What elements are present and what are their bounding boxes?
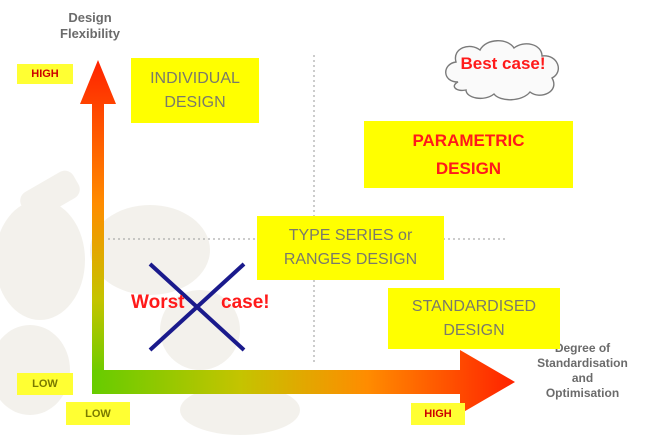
best-case-label: Best case! xyxy=(460,54,546,73)
cloud-icon xyxy=(445,40,560,101)
parametric-design-box: PARAMETRIC DESIGN xyxy=(364,121,573,188)
parametric-design-line1: PARAMETRIC xyxy=(412,130,525,150)
x-axis-title-line2: Standardisation xyxy=(537,356,628,370)
x-axis-title-line3: and xyxy=(571,371,594,385)
parametric-design-line2: DESIGN xyxy=(435,158,502,178)
cross-icon xyxy=(148,262,246,352)
standardised-design-box: STANDARDISED DESIGN xyxy=(388,288,560,349)
x-axis-arrow xyxy=(92,350,515,414)
standardised-design-line1: STANDARDISED xyxy=(411,297,537,315)
x-axis-title-line4: Optimisation xyxy=(545,386,620,400)
y-axis-title-line1: Design xyxy=(68,10,112,25)
y-axis-arrow xyxy=(80,60,116,380)
type-series-line1: TYPE SERIES or xyxy=(288,227,413,244)
x-axis-title: Degree of Standardisation and Optimisati… xyxy=(520,341,645,401)
type-series-design-box: TYPE SERIES or RANGES DESIGN xyxy=(257,216,444,280)
individual-design-box: INDIVIDUAL DESIGN xyxy=(131,58,259,123)
y-axis-title-line2: Flexibility xyxy=(60,26,120,41)
y-axis-low-label: LOW xyxy=(17,373,73,395)
x-axis-title-line1: Degree of xyxy=(554,341,611,355)
y-axis-title: Design Flexibility xyxy=(48,10,132,42)
y-axis-high-label: HIGH xyxy=(17,64,73,84)
individual-design-line1: INDIVIDUAL xyxy=(150,69,240,87)
x-axis-high-label: HIGH xyxy=(411,403,465,425)
individual-design-line2: DESIGN xyxy=(164,93,226,111)
worst-case-word1: Worst xyxy=(131,292,185,313)
worst-case-word2: case! xyxy=(221,292,270,313)
x-axis-low-label: LOW xyxy=(66,402,130,425)
type-series-line2: RANGES DESIGN xyxy=(283,251,418,268)
standardised-design-line2: DESIGN xyxy=(443,321,505,339)
